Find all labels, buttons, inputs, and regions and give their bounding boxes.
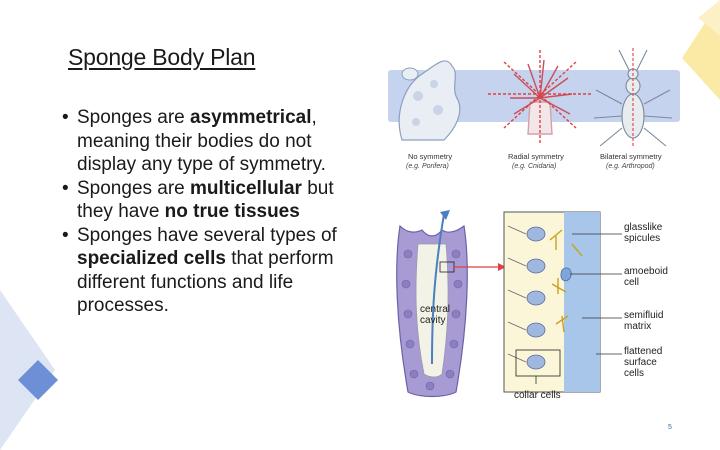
caption-radial-symmetry-example: (e.g. Cnidaria) bbox=[512, 163, 556, 170]
cavity-label-line2: cavity bbox=[420, 315, 446, 326]
cavity-label-line1: central bbox=[420, 304, 450, 315]
bullet-item: •Sponges are multicellular but they have… bbox=[62, 177, 334, 223]
decor-top-right bbox=[682, 0, 720, 100]
radial-anemone-image bbox=[488, 50, 592, 144]
slide-title: Sponge Body Plan bbox=[68, 44, 256, 70]
caption-radial-symmetry: Radial symmetry bbox=[508, 152, 564, 161]
label-flattened: flattened bbox=[624, 346, 662, 357]
caption-no-symmetry: No symmetry bbox=[408, 152, 452, 161]
label-spicules: spicules bbox=[624, 233, 660, 244]
caption-no-symmetry-example: (e.g. Porifera) bbox=[406, 163, 449, 170]
bullet-item: •Sponges are asymmetrical, meaning their… bbox=[62, 107, 326, 175]
bullet-item: •Sponges have several types of specializ… bbox=[62, 224, 337, 317]
label-glasslike: glasslike bbox=[624, 222, 663, 233]
decor-bottom-left bbox=[0, 290, 58, 450]
bilateral-insect-image bbox=[593, 48, 673, 148]
sponge-body-image bbox=[396, 210, 506, 398]
asymmetric-sponge-image bbox=[398, 60, 461, 141]
label-surface: surface bbox=[624, 357, 657, 368]
cell-section-image bbox=[503, 211, 601, 393]
label-semifluid: semifluid bbox=[624, 310, 663, 321]
caption-bilateral-symmetry-example: (e.g. Arthropod) bbox=[606, 163, 655, 170]
sponge-anatomy-figure: central cavity glasslike spicules amoe bbox=[396, 210, 668, 401]
symmetry-figure: No symmetry (e.g. Porifera) Radial symme… bbox=[388, 48, 680, 170]
caption-bilateral-symmetry: Bilateral symmetry bbox=[600, 152, 662, 161]
label-amoeboid: amoeboid bbox=[624, 266, 668, 277]
page-number: 5 bbox=[668, 424, 672, 431]
bullet-list: •Sponges are asymmetrical, meaning their… bbox=[62, 106, 362, 318]
label-cells: cells bbox=[624, 368, 644, 379]
label-collar-cells: collar cells bbox=[514, 390, 561, 401]
label-matrix: matrix bbox=[624, 321, 651, 332]
label-cell: cell bbox=[624, 277, 639, 288]
